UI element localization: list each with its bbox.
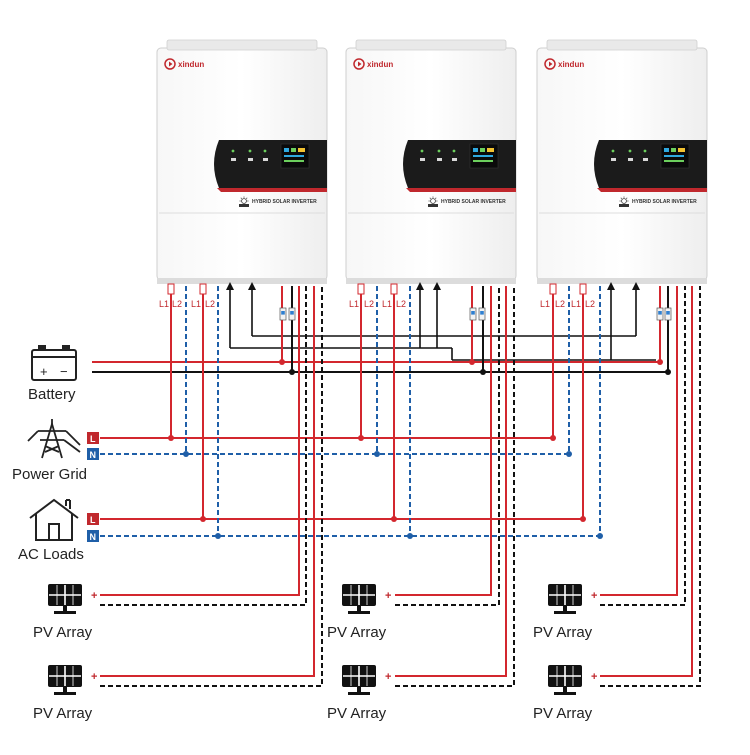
terminal-label-inv1-grid-l2: L2: [172, 299, 182, 309]
load-l-bus: [100, 286, 584, 520]
ac-loads-target: L N AC Loads: [18, 498, 99, 563]
junction-dots: [168, 359, 671, 539]
pv-array-4: + PV Array: [327, 664, 391, 722]
grid-n-box: N: [87, 448, 99, 460]
pv-array-label: PV Array: [533, 705, 593, 722]
load-n-bus: [100, 286, 601, 537]
terminal-labels: L1 L2 L1 L2 L1 L2 L1 L2 L1 L2 L1 L2: [159, 299, 595, 309]
pv-plus-sign: +: [91, 590, 97, 602]
terminal-label-inv3-load-l1: L1: [571, 299, 581, 309]
breakers: [279, 307, 672, 321]
solar-panel-icon: [341, 583, 377, 615]
solar-panel-icon: [547, 664, 583, 696]
battery-label: Battery: [28, 386, 76, 403]
battery-negative-bus: [92, 286, 669, 373]
house-icon: [29, 498, 79, 541]
loads-l-box: L: [87, 513, 99, 525]
pv-array-6: + PV Array: [533, 664, 597, 722]
parallel-communication-wires: [226, 282, 656, 361]
inverter-brand-1: xindun: [178, 60, 204, 69]
grid-l-bus: [100, 286, 554, 439]
pv-array-label: PV Array: [33, 705, 93, 722]
terminal-connectors: [167, 283, 587, 295]
inverter-model-2: HYBRID SOLAR INVERTER: [441, 199, 506, 205]
wiring: [92, 282, 701, 687]
terminal-label-inv1-load-l2: L2: [205, 299, 215, 309]
terminal-label-inv3-grid-l2: L2: [555, 299, 565, 309]
terminal-label-inv2-grid-l2: L2: [364, 299, 374, 309]
inverter-model-1: HYBRID SOLAR INVERTER: [252, 199, 317, 205]
terminal-label-inv2-load-l1: L1: [382, 299, 392, 309]
inverter-brand-3: xindun: [558, 60, 584, 69]
terminal-label-inv1-load-l1: L1: [191, 299, 201, 309]
pv-plus-sign: +: [591, 671, 597, 683]
inverter-model-3: HYBRID SOLAR INVERTER: [632, 199, 697, 205]
loads-n-box: N: [87, 530, 99, 542]
svg-text:L: L: [90, 434, 96, 444]
inverter-3: xindun HYBRID SOLAR INVERTER: [536, 39, 708, 285]
grid-n-bus: [100, 286, 570, 455]
pv-array-label: PV Array: [327, 705, 387, 722]
pv-plus-sign: +: [91, 671, 97, 683]
pv-array-5: + PV Array: [533, 583, 597, 641]
pv-array-3: + PV Array: [327, 583, 391, 641]
solar-panel-icon: [47, 583, 83, 615]
solar-panel-icon: [47, 664, 83, 696]
terminal-label-inv2-grid-l1: L1: [349, 299, 359, 309]
terminal-label-inv2-load-l2: L2: [396, 299, 406, 309]
svg-text:L: L: [90, 515, 96, 525]
pv-array-label: PV Array: [327, 624, 387, 641]
power-grid-label: Power Grid: [12, 466, 87, 483]
terminal-label-inv3-load-l2: L2: [585, 299, 595, 309]
pv-plus-sign: +: [385, 671, 391, 683]
inverter-brand-2: xindun: [367, 60, 393, 69]
pv-array-1: + PV Array: [33, 583, 97, 641]
power-grid-source: L N Power Grid: [12, 419, 99, 483]
grid-l-box: L: [87, 432, 99, 444]
pv-plus-sign: +: [591, 590, 597, 602]
inverter-1: xindun HYBRID SOLAR INVERTER: [156, 39, 328, 285]
pv-wiring: [100, 286, 701, 687]
ac-loads-label: AC Loads: [18, 546, 84, 563]
svg-text:N: N: [90, 450, 97, 460]
battery-plus-sign: +: [40, 364, 48, 379]
pv-array-label: PV Array: [33, 624, 93, 641]
pv-array-label: PV Array: [533, 624, 593, 641]
terminal-label-inv3-grid-l1: L1: [540, 299, 550, 309]
pv-array-2: + PV Array: [33, 664, 97, 722]
solar-panel-icon: [547, 583, 583, 615]
solar-panel-icon: [341, 664, 377, 696]
svg-text:N: N: [90, 532, 97, 542]
power-pylon-icon: [27, 419, 81, 459]
battery-icon: [31, 345, 77, 381]
terminal-label-inv1-grid-l1: L1: [159, 299, 169, 309]
battery-source: + − Battery: [28, 345, 77, 403]
pv-plus-sign: +: [385, 590, 391, 602]
inverter-2: xindun HYBRID SOLAR INVERTER: [345, 39, 517, 285]
battery-minus-sign: −: [60, 364, 68, 379]
